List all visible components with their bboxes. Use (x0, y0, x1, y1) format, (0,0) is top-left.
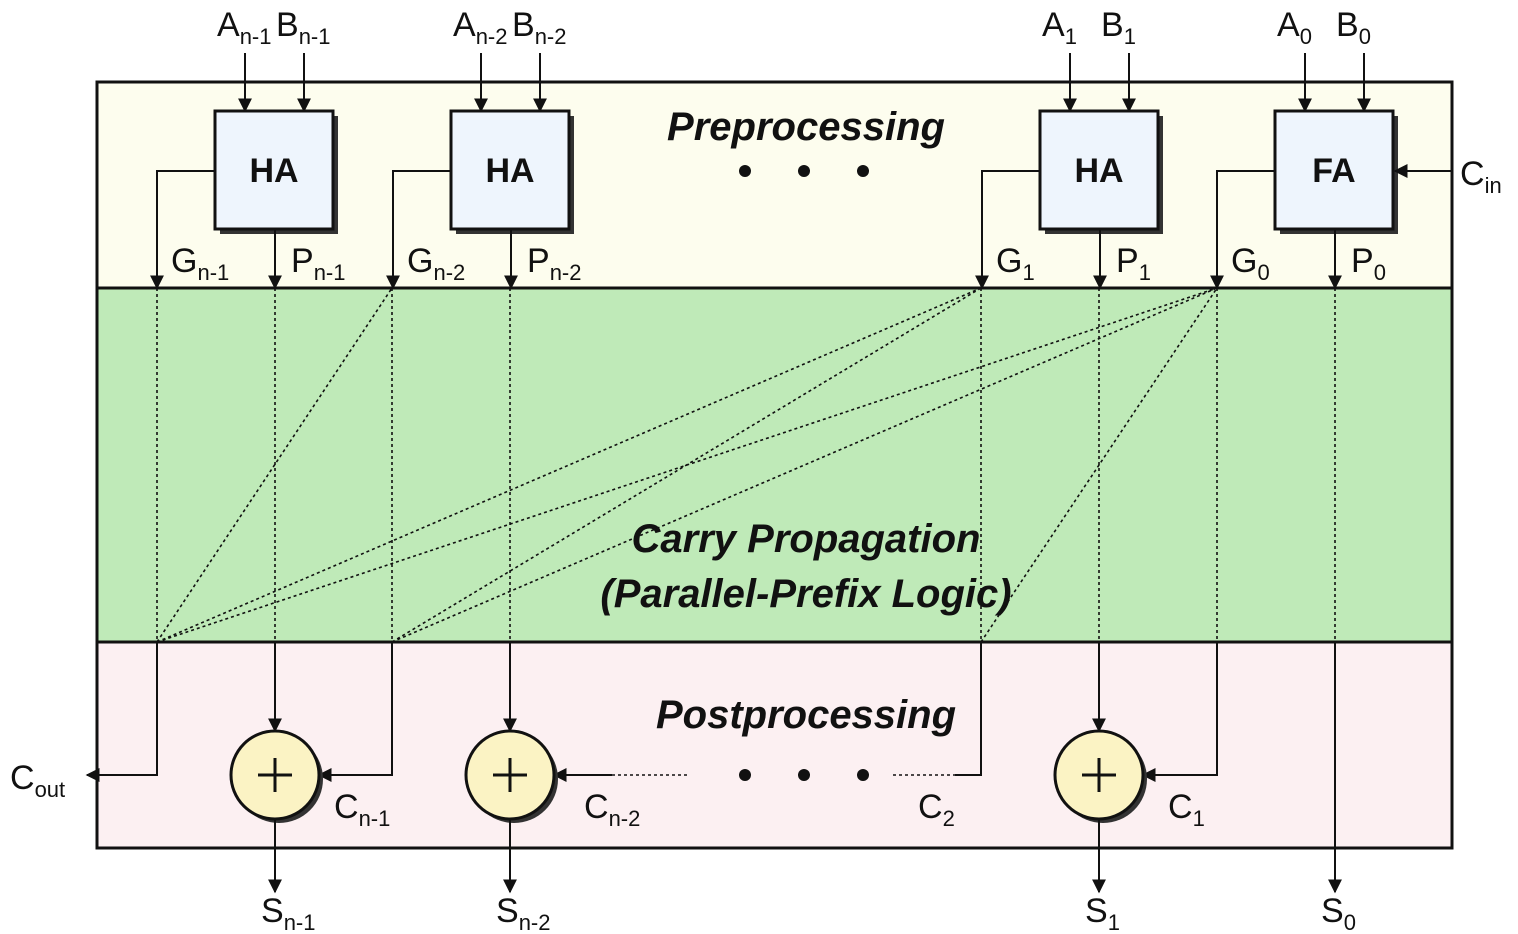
a-input-label: A1 (1042, 6, 1077, 49)
carry-wire (1141, 642, 1218, 782)
sum-3: S0 (1321, 642, 1356, 934)
g-output-wire (150, 170, 215, 290)
carry-propagation-subtitle: (Parallel-Prefix Logic) (600, 572, 1011, 616)
block-label: HA (485, 152, 534, 190)
b-input-label: B1 (1101, 6, 1136, 49)
sum-2: S1 (1053, 642, 1147, 934)
ellipsis-dots-top (739, 165, 869, 177)
block-label: HA (249, 152, 298, 190)
block-box (1038, 109, 1160, 231)
p-output-label: Pn-1 (291, 242, 345, 285)
ellipsis-dots-bottom (739, 769, 869, 781)
a-input-label: An-2 (453, 6, 507, 49)
g-output-label: G0 (1231, 242, 1270, 285)
sum-label: Sn-1 (261, 892, 315, 934)
b-input-label: B0 (1336, 6, 1371, 49)
b-input-label: Bn-1 (276, 6, 330, 49)
carry-propagation-title: Carry Propagation (632, 517, 981, 561)
g-output-label: Gn-1 (171, 242, 229, 285)
g-output-label: G1 (996, 242, 1035, 285)
block-box (1273, 109, 1395, 231)
carry-label: Cn-2 (584, 788, 640, 831)
carry-label: Cn-1 (334, 788, 390, 831)
sum-label: S0 (1321, 892, 1356, 934)
b-input-label: Bn-2 (512, 6, 566, 49)
block-label: FA (1312, 152, 1355, 190)
postprocessing-region (95, 640, 1454, 850)
a-input-label: An-1 (217, 6, 271, 49)
carry-label: C2 (918, 788, 955, 831)
a-input-label: A0 (1277, 6, 1312, 49)
carry-0: Cn-1 (317, 642, 393, 831)
p-output-label: Pn-2 (527, 242, 581, 285)
g-output-label: Gn-2 (407, 242, 465, 285)
p-output-label: P0 (1351, 242, 1386, 285)
carry-3: C1 (1141, 642, 1218, 831)
carry-label: C1 (1168, 788, 1205, 831)
prefix-network-lines (156, 287, 1336, 643)
carry-2: C2 (918, 642, 982, 831)
carry-1: Cn-2 (552, 768, 640, 831)
block-box (213, 109, 335, 231)
p-output-label: P1 (1116, 242, 1151, 285)
cin-label: Cin (1460, 155, 1502, 198)
g-output-wire (975, 170, 1040, 290)
block-label: HA (1074, 152, 1123, 190)
postprocessing-title: Postprocessing (656, 693, 956, 737)
g-output-wire (1210, 170, 1275, 290)
sum-label: Sn-2 (496, 892, 550, 934)
carry-wire (955, 642, 982, 776)
sum-label: S1 (1085, 892, 1120, 934)
preprocessing-title: Preprocessing (667, 105, 945, 149)
carry-wire (317, 642, 393, 782)
sum-0: Sn-1 (229, 642, 323, 934)
cout-wire (85, 642, 158, 782)
carry-propagation-region (95, 286, 1454, 644)
cout-label: Cout (10, 759, 65, 802)
sum-1: Sn-2 (464, 642, 558, 934)
g-output-wire (386, 170, 451, 290)
